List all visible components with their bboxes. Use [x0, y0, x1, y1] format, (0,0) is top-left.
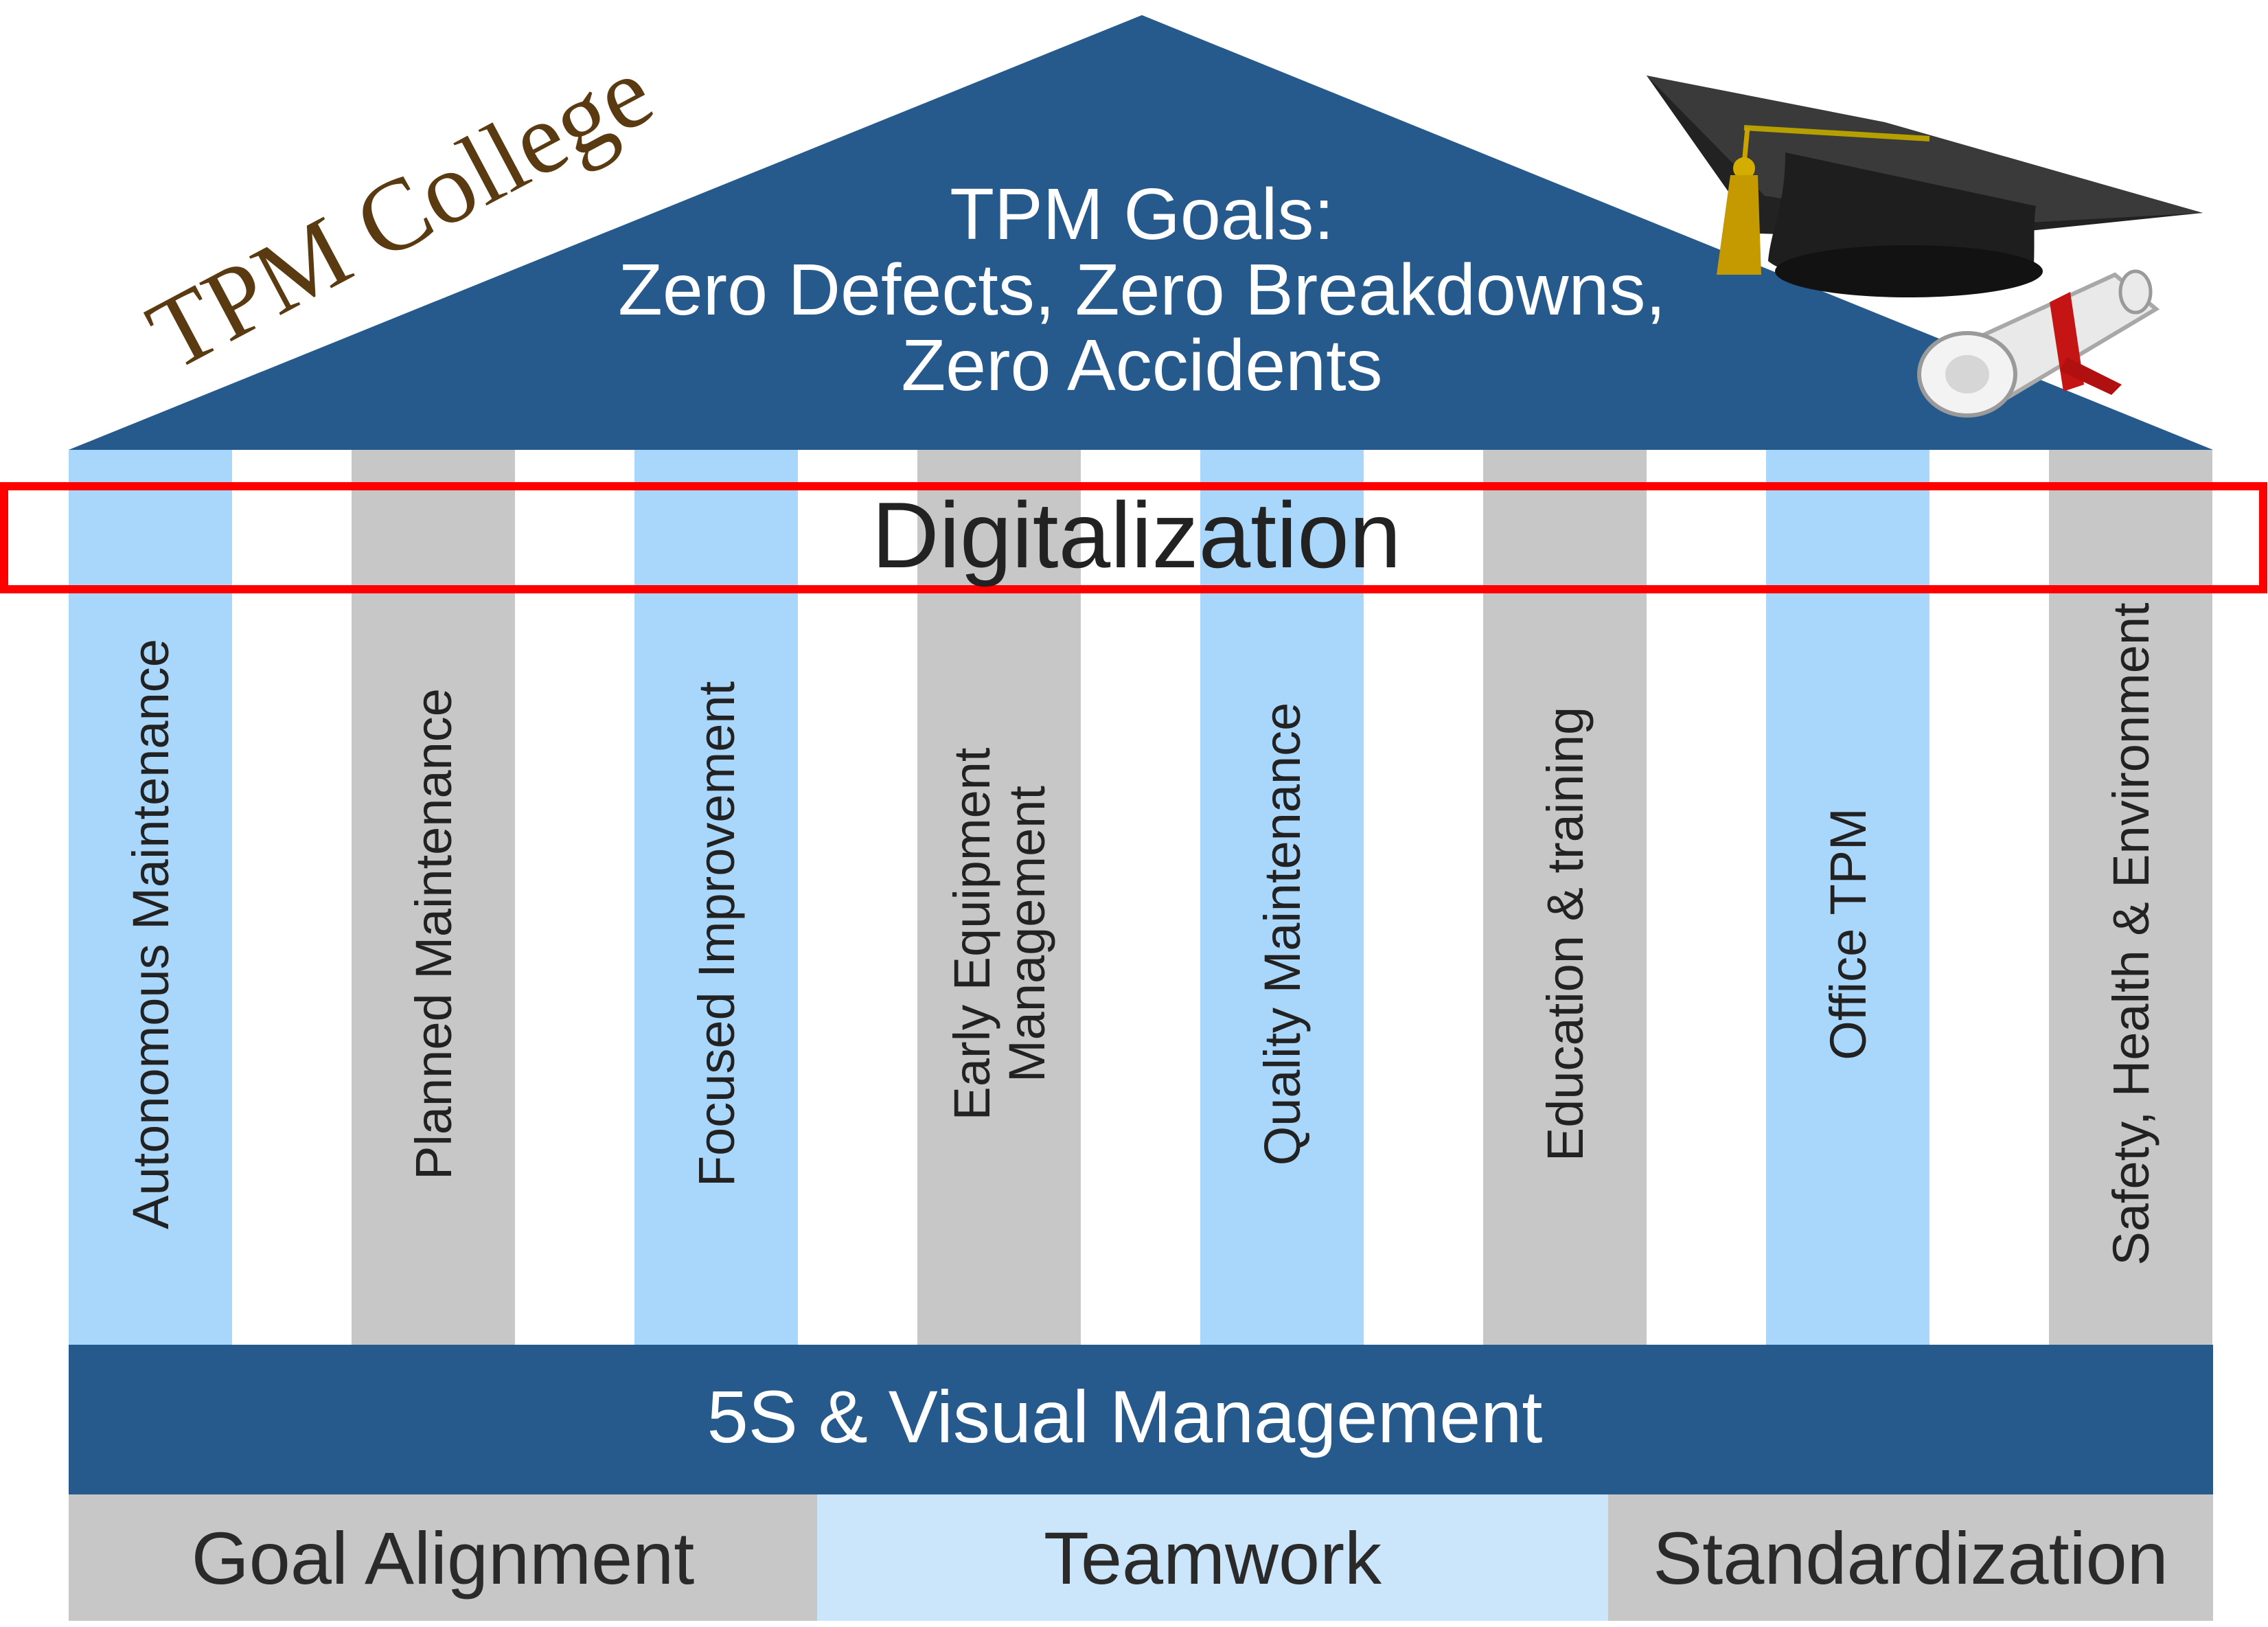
- pillar-column: [2049, 450, 2212, 1345]
- pillar: Education & training: [1483, 450, 1647, 1345]
- pillar-column: [917, 450, 1081, 1345]
- roof-title: TPM Goals:: [950, 174, 1334, 255]
- pillar-label: Autonomous Maintenance: [122, 639, 179, 1229]
- pillar: Office TPM: [1766, 450, 1929, 1345]
- foundation-block: Teamwork: [817, 1494, 1608, 1621]
- roof-goals-line1: Zero Defects, Zero Breakdowns,: [618, 249, 1666, 330]
- graduation-cap-icon: [1647, 76, 2203, 297]
- pillar-column: [1200, 450, 1364, 1345]
- pillar-column: [352, 450, 515, 1345]
- pillar-label-line: Autonomous Maintenance: [122, 639, 179, 1229]
- pillar-column: [1483, 450, 1647, 1345]
- pillar-label: Early EquipmentManagement: [943, 747, 1055, 1120]
- pillar-column: [1766, 450, 1929, 1345]
- pillar-label-line: Safety, Health & Environment: [2103, 602, 2160, 1266]
- foundation-label: Goal Alignment: [192, 1516, 694, 1600]
- roof-goals-line2: Zero Accidents: [901, 325, 1382, 406]
- pillar-label: Education & training: [1537, 707, 1594, 1161]
- foundation-label: Teamwork: [1044, 1516, 1382, 1600]
- foundation-block-bg: [69, 1494, 817, 1621]
- diploma-scroll-icon: [1917, 269, 2160, 418]
- foundation-block: Standardization: [1608, 1494, 2213, 1621]
- digitalization-highlight-box: [0, 482, 2267, 593]
- pillar-label-line: Quality Maintenance: [1254, 703, 1311, 1166]
- pillar-label-line: Management: [998, 786, 1055, 1082]
- base-band-label: 5S & Visual Management: [707, 1375, 1543, 1458]
- foundation-block-bg: [1608, 1494, 2213, 1621]
- foundation-group: Goal Alignment Teamwork Standardization: [69, 1494, 2213, 1621]
- digitalization-label: Digitalization: [871, 483, 1401, 587]
- base-band: [69, 1345, 2213, 1494]
- pillar-label: Office TPM: [1820, 808, 1877, 1060]
- pillar-label-line: Education & training: [1537, 707, 1594, 1161]
- foundation-label: Standardization: [1653, 1516, 2168, 1600]
- pillar: Quality Maintenance: [1200, 450, 1364, 1345]
- roof: [69, 15, 2213, 450]
- pillar-column: [69, 450, 232, 1345]
- foundation-block-bg: [817, 1494, 1608, 1621]
- pillar-label: Safety, Health & Environment: [2103, 602, 2160, 1266]
- pillars-group: Autonomous Maintenance Planned Maintenanc…: [69, 450, 2212, 1345]
- pillar-label: Focused Improvement: [688, 681, 745, 1187]
- pillar: Planned Maintenance: [352, 450, 515, 1345]
- foundation-block: Goal Alignment: [69, 1494, 817, 1621]
- pillar-label-line: Focused Improvement: [688, 681, 745, 1187]
- pillar-label: Planned Maintenance: [405, 688, 462, 1180]
- pillar: Safety, Health & Environment: [2049, 450, 2212, 1345]
- pillar-label-line: Planned Maintenance: [405, 688, 462, 1180]
- pillar-label: Quality Maintenance: [1254, 703, 1311, 1166]
- pillar: Autonomous Maintenance: [69, 450, 232, 1345]
- pillar: Focused Improvement: [634, 450, 798, 1345]
- pillar-label-line: Office TPM: [1820, 808, 1877, 1060]
- pillar: Early EquipmentManagement: [917, 450, 1081, 1345]
- pillar-column: [634, 450, 798, 1345]
- pillar-label-line: Early Equipment: [943, 747, 1000, 1120]
